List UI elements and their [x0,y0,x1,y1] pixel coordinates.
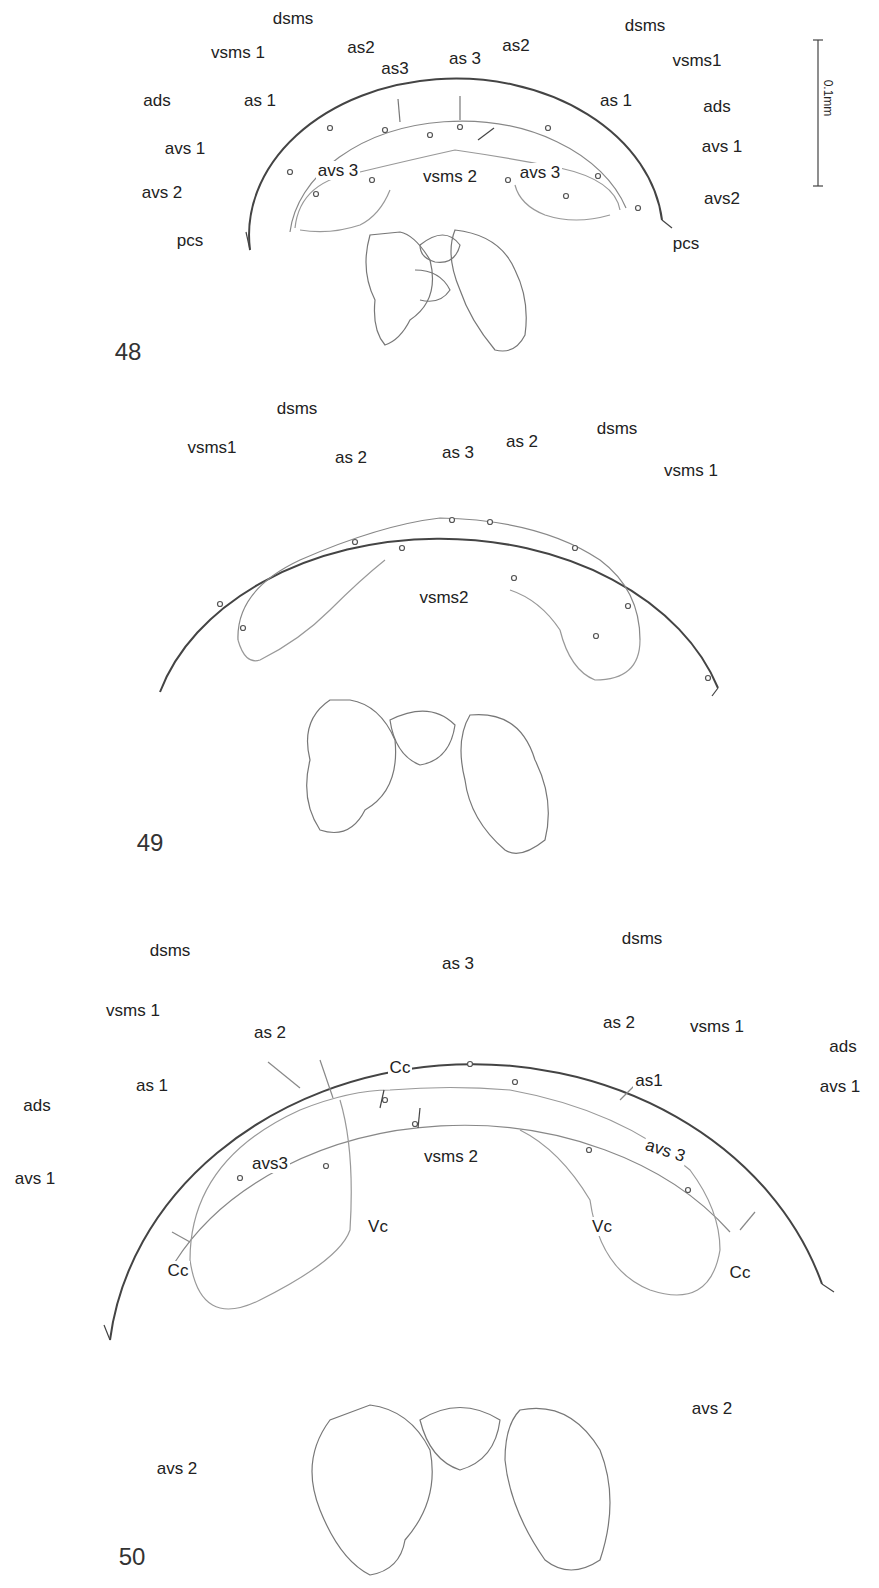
seta-label: vsms 1 [104,1001,162,1020]
seta-label: ads [827,1037,858,1056]
seta-label: as 2 [333,448,369,467]
seta-label: as 2 [504,432,540,451]
seta-label: dsms [271,9,316,28]
seta-label: vsms1 [670,51,723,70]
seta-label: as 1 [242,91,278,110]
seta-label: as1 [633,1071,664,1090]
seta-label: ads [141,91,172,110]
seta-label: vsms1 [185,438,238,457]
seta-label: as 3 [440,954,476,973]
seta-label: vsms 1 [209,43,267,62]
seta-label: pcs [671,234,701,253]
seta-label: dsms [623,16,668,35]
seta-label: Vc [366,1217,390,1236]
seta-label: dsms [275,399,320,418]
seta-label: avs2 [702,189,742,208]
figure-49-drawing [160,518,718,854]
seta-label: Cc [166,1261,191,1280]
seta-label: vsms 2 [421,167,479,186]
seta-label: 0.1mm [821,77,835,118]
seta-label: Cc [388,1058,413,1077]
figure-48-drawing [246,79,672,351]
figure-number: 49 [135,830,166,856]
seta-label: as 2 [252,1023,288,1042]
seta-label: avs 1 [700,137,745,156]
seta-label: as 2 [601,1013,637,1032]
seta-label: as 1 [598,91,634,110]
seta-label: avs 1 [13,1169,58,1188]
seta-label: avs 3 [641,1134,689,1166]
seta-label: vsms2 [417,588,470,607]
seta-label: as2 [500,36,531,55]
seta-label: ads [21,1096,52,1115]
figure-50-drawing [104,1060,834,1575]
seta-label: ads [701,97,732,116]
seta-label: Vc [590,1217,614,1236]
seta-label: pcs [175,231,205,250]
seta-label: as2 [345,38,376,57]
seta-label: avs 2 [690,1399,735,1418]
seta-label: avs 1 [163,139,208,158]
seta-label: vsms 2 [422,1147,480,1166]
seta-label: vsms 1 [688,1017,746,1036]
seta-label: as 3 [447,49,483,68]
seta-label: avs3 [250,1154,290,1173]
seta-label: dsms [148,941,193,960]
seta-label: Cc [728,1263,753,1282]
seta-label: avs 2 [155,1459,200,1478]
seta-label: as 3 [440,443,476,462]
seta-label: avs 1 [818,1077,863,1096]
seta-label: dsms [595,419,640,438]
seta-label: as3 [379,59,410,78]
seta-label: avs 2 [140,183,185,202]
figure-number: 48 [113,339,144,365]
seta-label: vsms 1 [662,461,720,480]
figure-number: 50 [117,1544,148,1570]
seta-label: as 1 [134,1076,170,1095]
seta-label: avs 3 [518,163,563,182]
seta-label: avs 3 [316,161,361,180]
seta-label: dsms [620,929,665,948]
